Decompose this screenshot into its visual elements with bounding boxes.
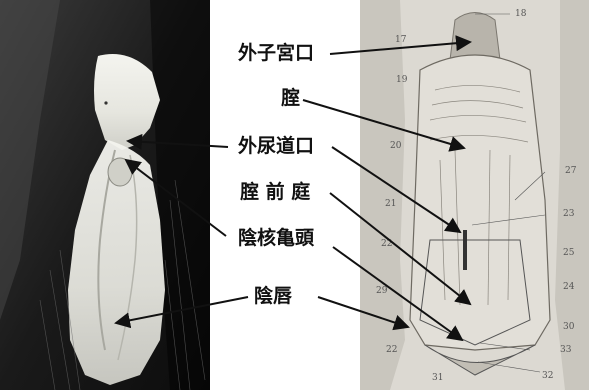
label-urethral-orifice: 外尿道口 bbox=[238, 137, 314, 156]
label-external-os: 外子宮口 bbox=[238, 44, 314, 63]
leader-glans-to-illus bbox=[333, 247, 462, 340]
leader-labia-to-photo bbox=[116, 297, 248, 323]
leader-glans-to-photo bbox=[126, 160, 226, 236]
label-labia: 陰唇 bbox=[254, 287, 292, 306]
label-vestibule: 腟 前 庭 bbox=[240, 183, 310, 202]
label-glans-clitoris: 陰核亀頭 bbox=[238, 229, 314, 248]
leader-urethral-to-photo bbox=[128, 141, 228, 147]
leader-urethral-to-illus bbox=[332, 147, 460, 232]
leader-vestibule bbox=[330, 193, 470, 304]
label-vagina: 腟 bbox=[281, 89, 300, 108]
leader-vagina bbox=[303, 100, 464, 148]
leader-labia-to-illus bbox=[318, 297, 408, 327]
leader-external-os bbox=[330, 42, 470, 54]
